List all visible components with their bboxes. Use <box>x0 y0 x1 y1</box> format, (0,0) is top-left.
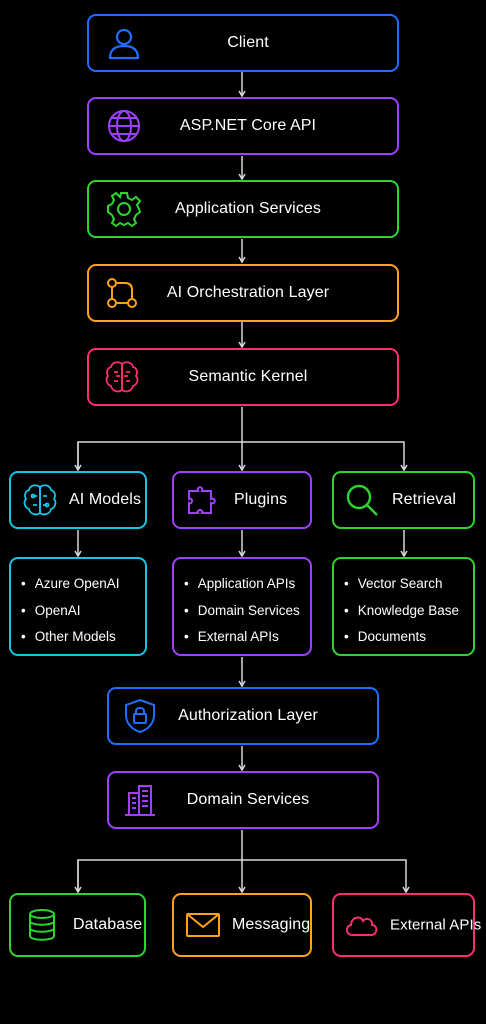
envelope-icon <box>184 906 222 944</box>
app-services-node: Application Services <box>87 180 399 238</box>
list-item: Documents <box>344 624 473 651</box>
user-icon <box>105 24 143 62</box>
list-item: Azure OpenAI <box>21 571 145 598</box>
api-label: ASP.NET Core API <box>179 117 317 134</box>
gear-icon <box>105 190 143 228</box>
list-item: OpenAI <box>21 598 145 625</box>
retrieval-label: Retrieval <box>392 491 457 508</box>
globe-icon <box>105 107 143 145</box>
external-apis-node: External APIs <box>332 893 481 957</box>
retrieval-node: Retrieval <box>332 471 475 529</box>
list-item: Domain Services <box>184 598 310 625</box>
cloud-icon <box>342 906 380 944</box>
ai-models-node: AI Models <box>9 471 147 529</box>
puzzle-icon <box>184 481 222 519</box>
client-label: Client <box>227 34 269 51</box>
semantic-kernel-node: Semantic Kernel <box>87 348 399 406</box>
magnifier-icon <box>343 481 381 519</box>
building-icon <box>121 781 159 819</box>
app-services-label: Application Services <box>174 200 322 217</box>
list-item: Knowledge Base <box>344 598 473 625</box>
shield-lock-icon <box>121 697 159 735</box>
domain-services-label: Domain Services <box>186 791 310 808</box>
orchestration-node: AI Orchestration Layer <box>87 264 399 322</box>
brain-icon <box>103 358 141 396</box>
ai-models-label: AI Models <box>69 491 142 508</box>
list-item: Vector Search <box>344 571 473 598</box>
list-item: Application APIs <box>184 571 310 598</box>
orchestration-label: AI Orchestration Layer <box>166 284 330 301</box>
database-icon <box>23 906 61 944</box>
plugins-list: Application APIs Domain Services Externa… <box>172 557 312 656</box>
external-apis-label: External APIs <box>390 916 482 934</box>
list-item: Other Models <box>21 624 145 651</box>
messaging-node: Messaging <box>172 893 312 957</box>
workflow-icon <box>103 274 141 312</box>
list-item: External APIs <box>184 624 310 651</box>
brain-circuit-icon <box>21 481 59 519</box>
client-node: Client <box>87 14 399 72</box>
line-branch-bar <box>77 441 408 472</box>
messaging-label: Messaging <box>232 916 311 933</box>
authorization-node: Authorization Layer <box>107 687 379 745</box>
authorization-label: Authorization Layer <box>178 707 318 724</box>
retrieval-list: Vector Search Knowledge Base Documents <box>332 557 475 656</box>
semantic-kernel-label: Semantic Kernel <box>188 368 308 385</box>
plugins-label: Plugins <box>234 491 288 508</box>
database-label: Database <box>73 916 143 933</box>
plugins-node: Plugins <box>172 471 312 529</box>
ai-models-list: Azure OpenAI OpenAI Other Models <box>9 557 147 656</box>
api-node: ASP.NET Core API <box>87 97 399 155</box>
database-node: Database <box>9 893 146 957</box>
domain-services-node: Domain Services <box>107 771 379 829</box>
